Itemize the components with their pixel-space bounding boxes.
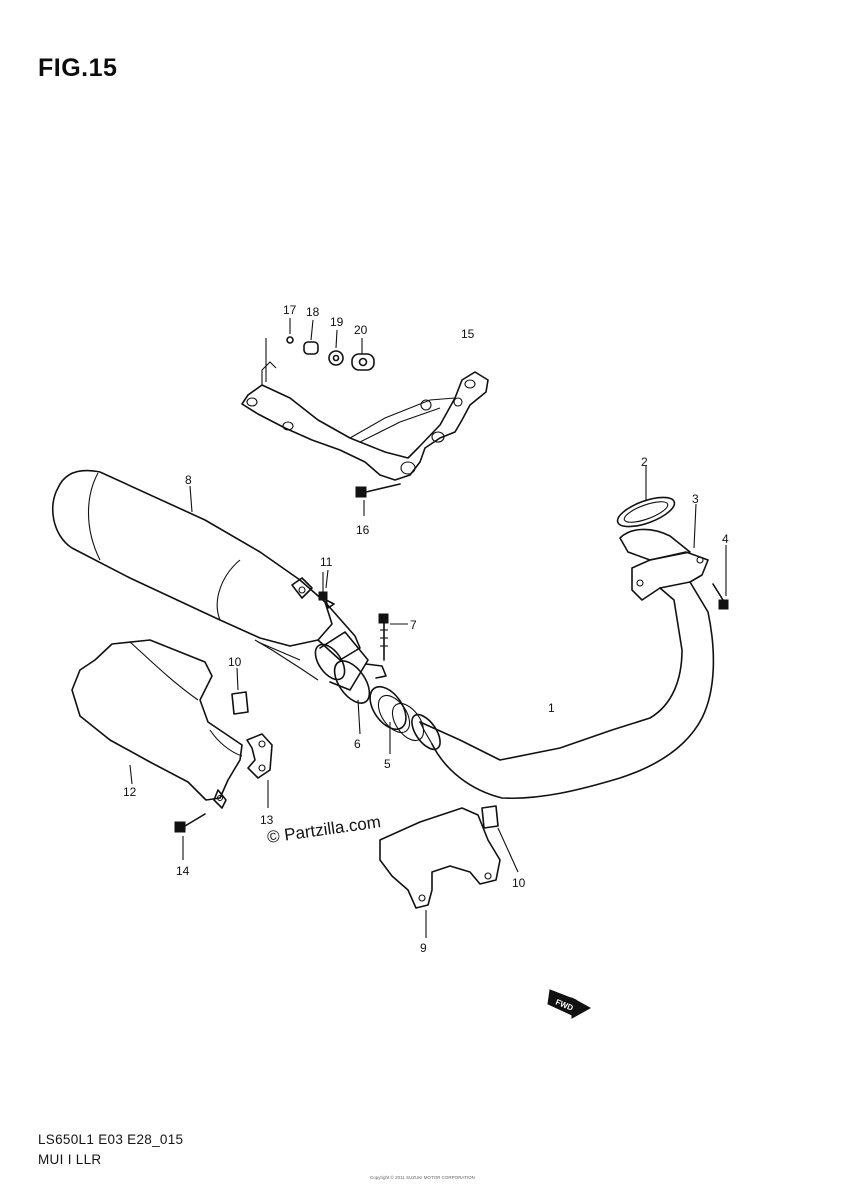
bracket-13 bbox=[246, 733, 273, 779]
callout-9: 9 bbox=[420, 941, 427, 955]
model-code: LS650L1 E03 E28_015 bbox=[38, 1132, 184, 1147]
callout-11: 11 bbox=[320, 555, 333, 569]
exhaust-pipe bbox=[411, 528, 715, 800]
callout-2: 2 bbox=[641, 455, 648, 469]
callout-labels: 1 2 3 4 5 6 7 8 9 10 10 11 12 13 14 15 1… bbox=[123, 303, 729, 955]
callout-3: 3 bbox=[692, 492, 699, 506]
cushion-18 bbox=[303, 341, 319, 355]
callout-15: 15 bbox=[461, 327, 475, 341]
callout-13: 13 bbox=[260, 813, 274, 827]
callout-12: 12 bbox=[123, 785, 137, 799]
section-name: MUI I LLR bbox=[38, 1152, 102, 1167]
figure-title: FIG.15 bbox=[38, 54, 118, 82]
bracket-hardware bbox=[286, 336, 375, 371]
callout-17: 17 bbox=[283, 303, 297, 317]
nut-20 bbox=[351, 353, 375, 371]
callout-19: 19 bbox=[330, 315, 344, 329]
muffler bbox=[51, 469, 369, 691]
gasket-5 bbox=[369, 685, 425, 742]
callout-10-right: 10 bbox=[512, 876, 526, 890]
callout-5: 5 bbox=[384, 757, 391, 771]
fwd-arrow-icon: FWD bbox=[547, 989, 592, 1019]
clamp-6 bbox=[333, 660, 387, 704]
screw-11 bbox=[318, 572, 328, 601]
callout-20: 20 bbox=[354, 323, 368, 337]
washer-19 bbox=[328, 350, 344, 366]
cushion-10-left bbox=[231, 691, 249, 715]
callout-1: 1 bbox=[548, 701, 555, 715]
callout-18: 18 bbox=[306, 305, 320, 319]
bolt-4 bbox=[712, 583, 729, 610]
callout-16: 16 bbox=[356, 523, 370, 537]
bushing-17 bbox=[286, 336, 294, 344]
bolt-16 bbox=[355, 483, 401, 498]
leader-lines bbox=[129, 318, 727, 938]
callout-7: 7 bbox=[410, 618, 417, 632]
bolt-7 bbox=[378, 613, 389, 661]
cushion-10-right bbox=[481, 805, 499, 829]
heat-shield-12 bbox=[71, 639, 243, 809]
heat-shield-9 bbox=[379, 807, 501, 909]
copyright-fine-print: Copyright © 2011 SUZUKI MOTOR CORPORATIO… bbox=[370, 1175, 475, 1180]
muffler-bracket bbox=[241, 338, 489, 481]
callout-14: 14 bbox=[176, 864, 190, 878]
gasket-2 bbox=[616, 496, 676, 528]
partzilla-watermark: © Partzilla.com bbox=[266, 812, 382, 847]
callout-4: 4 bbox=[722, 532, 729, 546]
callout-6: 6 bbox=[354, 737, 361, 751]
callout-8: 8 bbox=[185, 473, 192, 487]
callout-10-left: 10 bbox=[228, 655, 242, 669]
bolt-14 bbox=[174, 813, 206, 833]
